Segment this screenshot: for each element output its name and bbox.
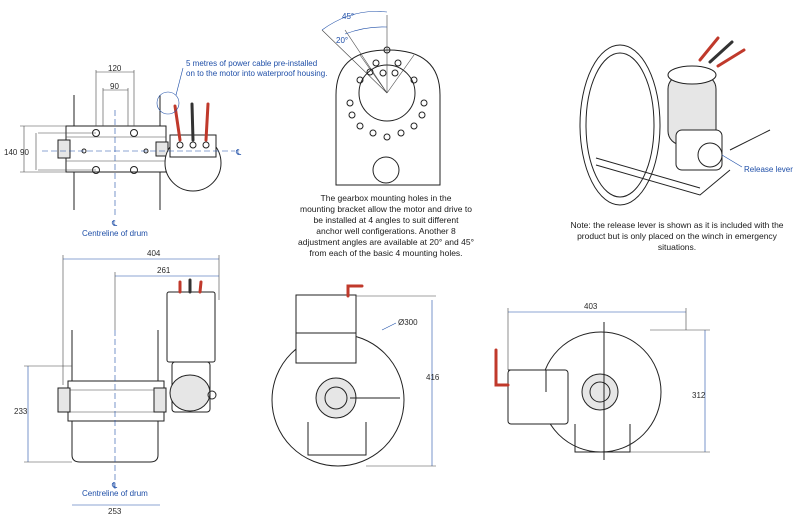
dim-diameter: Ø300 — [398, 318, 418, 327]
centreline-label-bottom: Centreline of drum — [82, 489, 148, 498]
gearbox-note-line-2: mounting bracket allow the motor and dri… — [300, 204, 472, 214]
dim-416: 416 — [426, 373, 440, 382]
dim-120: 120 — [108, 64, 122, 73]
dim-90-left: 90 — [20, 148, 29, 157]
dim-90: 90 — [110, 82, 119, 91]
release-lever-label: Release lever — [744, 165, 793, 174]
gearbox-note-line-6: from each of the basic 4 mounting holes. — [309, 248, 462, 258]
iso-note-line-1: Note: the release lever is shown as it i… — [570, 220, 783, 230]
dim-261: 261 — [157, 266, 171, 275]
centreline-label-top: Centreline of drum — [82, 229, 148, 238]
side-elevation — [271, 284, 436, 467]
dim-312: 312 — [692, 391, 706, 400]
gearbox-bracket-view — [321, 11, 441, 186]
gearbox-note-line-5: adjustment angles are available at 20° a… — [298, 237, 474, 247]
iso-note: Note: the release lever is shown as it i… — [570, 220, 783, 252]
gearbox-note-line-4: anchor well configerations. Another 8 — [316, 226, 456, 236]
front-elevation — [24, 255, 220, 506]
iso-note-line-2: product but is only placed on the winch … — [577, 231, 778, 241]
dim-404: 404 — [147, 249, 161, 258]
gearbox-note-line-3: be installed at 4 angles to suit differe… — [314, 215, 460, 225]
cl-symbol-top: ℄ — [111, 219, 118, 228]
isometric-view — [579, 36, 771, 206]
gearbox-note-line-1: The gearbox mounting holes in the — [321, 193, 452, 203]
dim-140: 140 — [4, 148, 18, 157]
cable-note-line1: 5 metres of power cable pre-installed — [186, 59, 317, 68]
dim-253: 253 — [108, 507, 122, 516]
rear-elevation — [494, 308, 710, 460]
angle-45: 45° — [342, 12, 354, 21]
cable-note-line2: on to the motor into waterproof housing. — [186, 69, 327, 78]
dim-233: 233 — [14, 407, 28, 416]
cl-symbol-side: ℄ — [235, 148, 242, 157]
dim-403: 403 — [584, 302, 598, 311]
top-plan-view — [20, 67, 235, 215]
iso-note-line-3: situations. — [658, 242, 696, 252]
gearbox-note: The gearbox mounting holes in the mounti… — [298, 193, 474, 258]
cl-symbol-bottom: ℄ — [111, 481, 118, 490]
angle-20: 20° — [336, 36, 348, 45]
